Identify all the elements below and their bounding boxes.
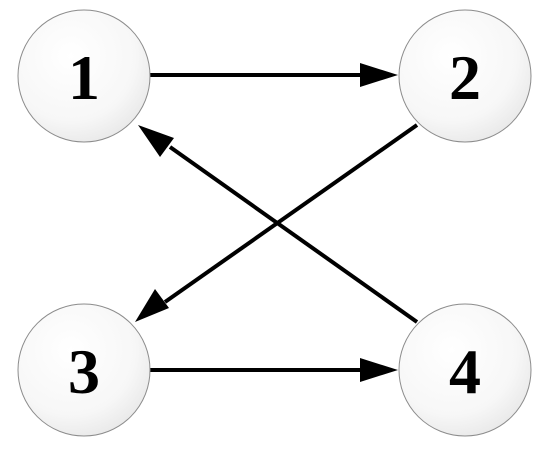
node-1-label: 1	[68, 42, 100, 113]
node-4-circle	[398, 303, 532, 437]
node-3-label: 3	[68, 336, 100, 407]
node-4-label: 4	[449, 336, 481, 407]
edge-2-to-3	[135, 123, 419, 322]
node-2-label: 2	[449, 42, 481, 113]
edge-3-to-4	[150, 358, 398, 382]
edges	[135, 63, 419, 382]
arrowhead-3-to-4	[360, 358, 398, 382]
node-1-circle	[17, 9, 151, 143]
node-2-circle	[398, 9, 532, 143]
arrowhead-1-to-2	[360, 63, 398, 87]
node-3-circle	[17, 303, 151, 437]
edge-4-to-1	[138, 125, 419, 324]
node-2: 2	[398, 9, 532, 143]
edge-1-to-2	[150, 63, 398, 87]
arrowhead-4-to-1	[138, 125, 174, 157]
arrowhead-2-to-3	[135, 289, 169, 322]
node-3: 3	[17, 303, 151, 437]
node-1: 1	[17, 9, 151, 143]
node-4: 4	[398, 303, 532, 437]
